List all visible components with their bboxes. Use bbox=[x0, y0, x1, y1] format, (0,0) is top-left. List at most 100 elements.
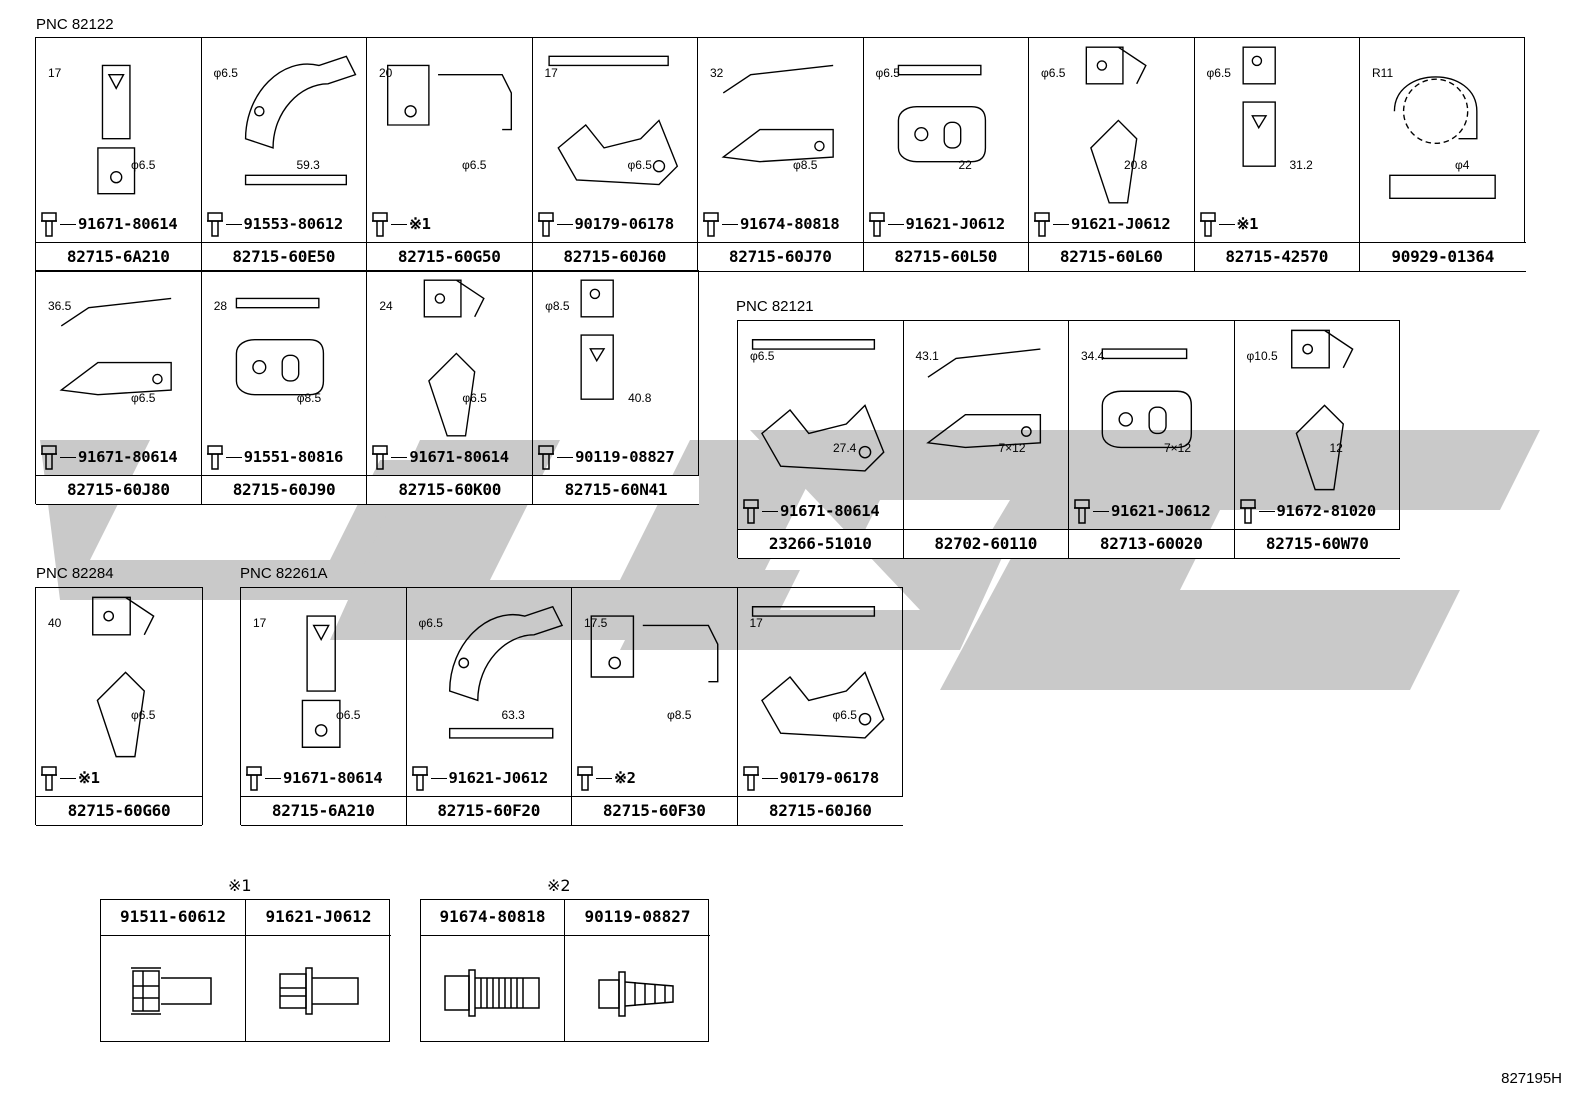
dimension-label: 17 bbox=[544, 66, 558, 80]
bolt-callout: 91671-80614 bbox=[742, 498, 880, 524]
dimension-label: φ6.5 bbox=[213, 66, 238, 80]
bolt-callout: 90119-08827 bbox=[537, 444, 675, 470]
bolt-callout: 91621-J0612 bbox=[868, 211, 1005, 237]
pnc-label-82284: PNC 82284 bbox=[36, 565, 114, 582]
bolt-icon bbox=[537, 444, 555, 470]
legend-1-item-2: 91621-J0612 bbox=[246, 900, 391, 936]
bolt-callout: 91621-J0612 bbox=[411, 765, 548, 791]
bolt-icon bbox=[371, 211, 389, 237]
dimension-label: φ8.5 bbox=[667, 708, 692, 722]
dimension-label: φ8.5 bbox=[296, 391, 322, 405]
flange-bolt-icon bbox=[101, 936, 246, 1041]
bolt-part-number: 91621-J0612 bbox=[448, 769, 549, 787]
pnc-label-82261a: PNC 82261A bbox=[240, 565, 328, 582]
bolt-callout: 90179-06178 bbox=[537, 211, 674, 237]
dimension-label: 17.5 bbox=[584, 616, 608, 630]
bolt-part-number: 91674-80818 bbox=[740, 215, 840, 233]
dimension-label: 24 bbox=[379, 299, 393, 313]
bolt-icon bbox=[245, 765, 263, 791]
part-number: 90929-01364 bbox=[1360, 242, 1526, 271]
part-sketch bbox=[1389, 76, 1496, 199]
bolt-part-number: ※1 bbox=[409, 215, 431, 233]
part-number: 82715-60E50 bbox=[201, 242, 366, 271]
bolt-callout: ※1 bbox=[40, 765, 100, 791]
part-number: 82715-6A210 bbox=[241, 796, 406, 825]
bolt-icon bbox=[576, 765, 594, 791]
bolt-part-number: 90119-08827 bbox=[575, 448, 675, 466]
dimension-label: φ6.5 bbox=[1041, 66, 1066, 80]
bolt-icon bbox=[411, 765, 429, 791]
dimension-label: 28 bbox=[213, 299, 228, 313]
bolt-icon bbox=[702, 211, 720, 237]
dimension-label: 20.8 bbox=[1124, 158, 1148, 172]
part-sketch bbox=[751, 606, 885, 739]
part-sketch bbox=[547, 55, 678, 186]
part-sketch bbox=[301, 615, 341, 748]
dimension-label: φ8.5 bbox=[545, 299, 570, 313]
part-sketch bbox=[235, 297, 324, 396]
part-sketch bbox=[590, 615, 719, 683]
part-sketch bbox=[1241, 46, 1276, 167]
dimension-label: 63.3 bbox=[501, 708, 525, 722]
dimension-label: 7×12 bbox=[998, 441, 1026, 455]
bolt-callout: 91671-80614 bbox=[40, 211, 178, 237]
bolt-icon bbox=[537, 211, 555, 237]
bolt-icon bbox=[1033, 211, 1051, 237]
part-sketch bbox=[386, 64, 513, 131]
bolt-icon bbox=[40, 444, 58, 470]
bolt-callout: 91671-80614 bbox=[40, 444, 178, 470]
bolt-callout: ※2 bbox=[576, 765, 636, 791]
dimension-label: φ6.5 bbox=[1206, 66, 1231, 80]
threaded-stud-bolt-icon bbox=[421, 936, 565, 1041]
bolt-part-number: 91671-80614 bbox=[78, 215, 178, 233]
bolt-icon bbox=[742, 765, 760, 791]
bolt-part-number: ※2 bbox=[614, 769, 636, 787]
bolt-part-number: 91621-J0612 bbox=[905, 215, 1006, 233]
dimension-label: 17 bbox=[48, 66, 62, 80]
bolt-icon bbox=[868, 211, 886, 237]
bolt-part-number: 91671-80614 bbox=[409, 448, 509, 466]
bolt-callout: ※1 bbox=[1199, 211, 1259, 237]
dimension-label: φ6.5 bbox=[627, 158, 652, 172]
bolt-icon bbox=[40, 765, 58, 791]
dimension-label: 34.4 bbox=[1081, 349, 1105, 363]
bolt-part-number: 90179-06178 bbox=[574, 215, 675, 233]
part-number: 82715-60G50 bbox=[367, 242, 532, 271]
dimension-label: 43.1 bbox=[915, 349, 939, 363]
dimension-label: φ6.5 bbox=[131, 391, 156, 405]
part-sketch bbox=[448, 605, 563, 739]
washer-bolt-icon bbox=[246, 936, 391, 1041]
bolt-icon bbox=[1199, 211, 1217, 237]
bolt-callout: 91621-J0612 bbox=[1073, 498, 1211, 524]
part-number: 82713-60020 bbox=[1069, 529, 1234, 558]
bolt-icon bbox=[40, 211, 58, 237]
legend-mark-2: ※2 bbox=[547, 876, 571, 895]
part-number: 82715-60K00 bbox=[367, 475, 533, 504]
bolt-part-number: 91551-80816 bbox=[243, 448, 344, 466]
bolt-part-number: ※1 bbox=[78, 769, 100, 787]
legend-1-item-1: 91511-60612 bbox=[101, 900, 246, 936]
part-sketch bbox=[751, 339, 885, 472]
bolt-callout: 91551-80816 bbox=[206, 444, 343, 470]
bolt-callout: 91621-J0612 bbox=[1033, 211, 1171, 237]
bolt-icon bbox=[1073, 498, 1091, 524]
part-sketch bbox=[97, 64, 136, 195]
part-sketch bbox=[925, 348, 1041, 449]
dimension-label: 40 bbox=[48, 616, 62, 630]
legend-mark-1: ※1 bbox=[228, 876, 252, 895]
bolt-callout: 91672-81020 bbox=[1239, 498, 1376, 524]
